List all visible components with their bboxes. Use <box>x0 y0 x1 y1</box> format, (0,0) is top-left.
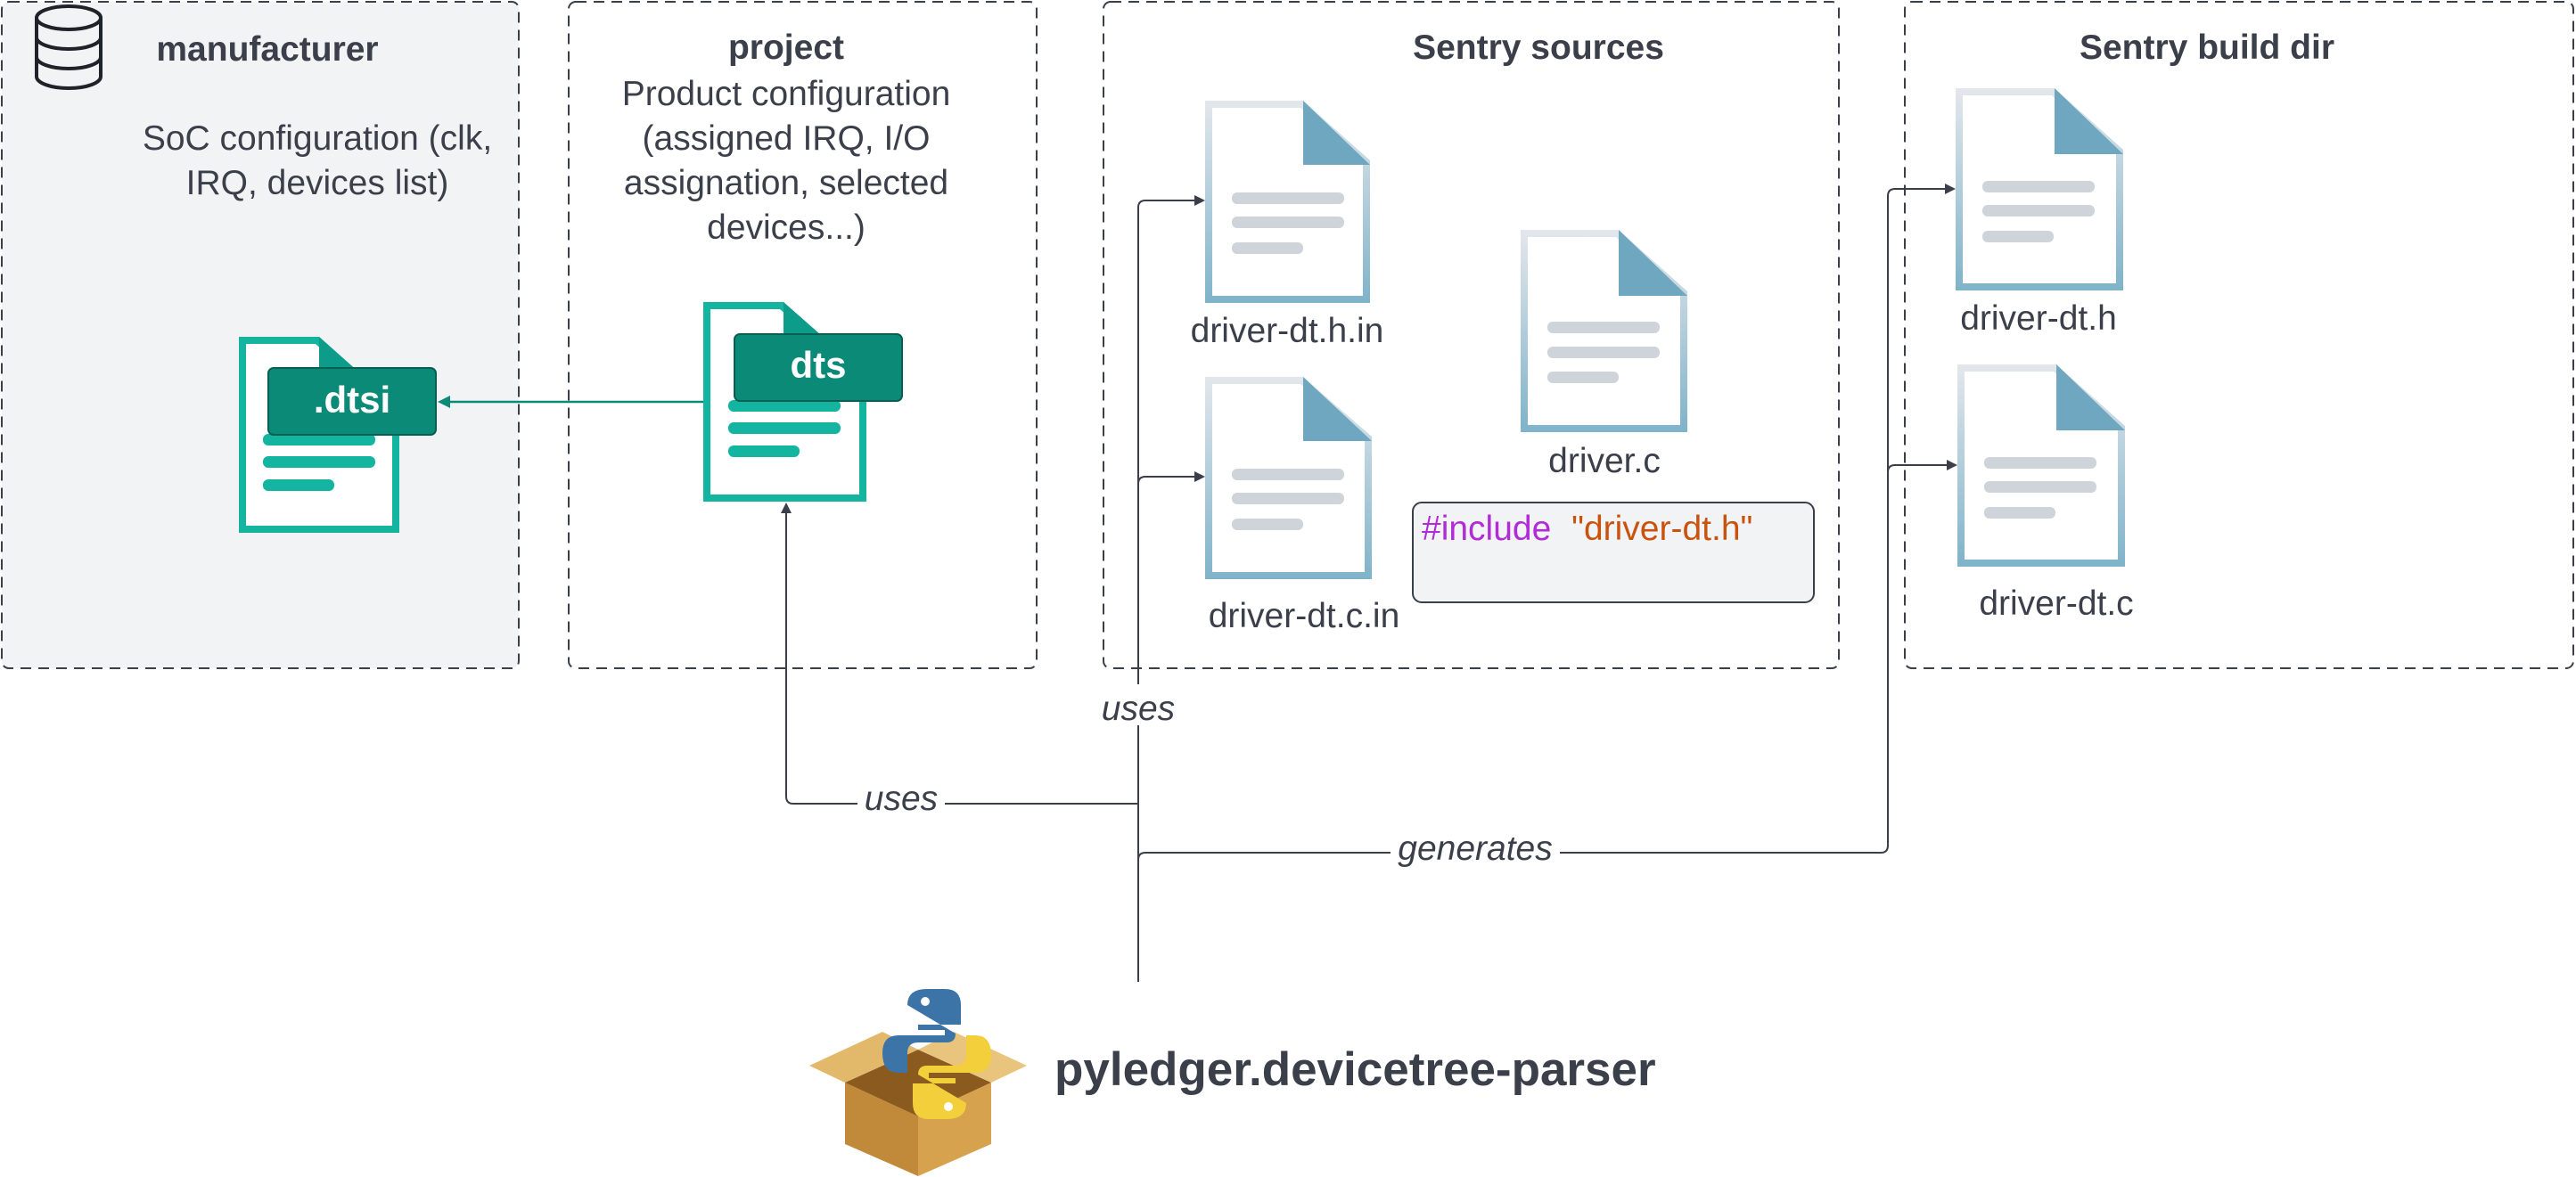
generates-connector <box>1137 184 1956 861</box>
driver-c-file-icon <box>1521 230 1687 432</box>
svg-text:#include "driver-dt.h": #include "driver-dt.h" <box>1422 510 1752 548</box>
uses-c-in-arrow <box>1137 471 1205 486</box>
driver-dt-c-in-label: driver-dt.c.in <box>1209 597 1400 635</box>
project-title: project <box>728 29 844 67</box>
driver-c-label: driver.c <box>1548 442 1661 480</box>
code-keyword: #include <box>1422 510 1551 548</box>
project-desc-line-2: (assigned IRQ, I/O <box>643 119 931 158</box>
sentry-build-title: Sentry build dir <box>2080 29 2334 67</box>
project-desc-line-3: assignation, selected <box>624 164 948 202</box>
driver-dt-c-file-icon <box>1957 364 2125 567</box>
dtsi-label-badge: .dtsi <box>267 367 437 436</box>
uses-left-label: uses <box>865 780 938 818</box>
driver-dt-c-in-file-icon <box>1205 377 1372 579</box>
dts-label: dts <box>791 344 847 386</box>
code-string: "driver-dt.h" <box>1571 510 1752 548</box>
project-desc-line-1: Product configuration <box>622 75 951 113</box>
manufacturer-group <box>1 1 520 669</box>
uses-h-in-arrow <box>1137 195 1205 209</box>
dts-label-badge: dts <box>734 333 903 402</box>
uses-top-label: uses <box>1102 690 1175 728</box>
driver-dt-c-label: driver-dt.c <box>1979 584 2133 623</box>
database-icon <box>35 4 103 90</box>
generates-c-arrow <box>1887 460 1957 473</box>
manufacturer-desc-line-1: SoC configuration (clk, <box>143 119 492 158</box>
driver-dt-h-in-file-icon <box>1205 101 1370 303</box>
tool-name: pyledger.devicetree-parser <box>1054 1043 1656 1096</box>
project-desc-line-4: devices...) <box>707 208 866 247</box>
code-snippet-box: #include "driver-dt.h" <box>1412 502 1815 603</box>
dtsi-label: .dtsi <box>314 379 390 421</box>
driver-dt-h-in-label: driver-dt.h.in <box>1191 312 1384 350</box>
manufacturer-title: manufacturer <box>156 30 378 69</box>
generates-label: generates <box>1398 830 1552 868</box>
uses-dts-arrow <box>781 503 1138 805</box>
manufacturer-desc-line-2: IRQ, devices list) <box>186 164 449 202</box>
driver-dt-h-file-icon <box>1956 88 2123 290</box>
sentry-sources-title: Sentry sources <box>1413 29 1664 67</box>
python-package-icon <box>809 989 1027 1176</box>
driver-dt-h-label: driver-dt.h <box>1960 299 2117 338</box>
